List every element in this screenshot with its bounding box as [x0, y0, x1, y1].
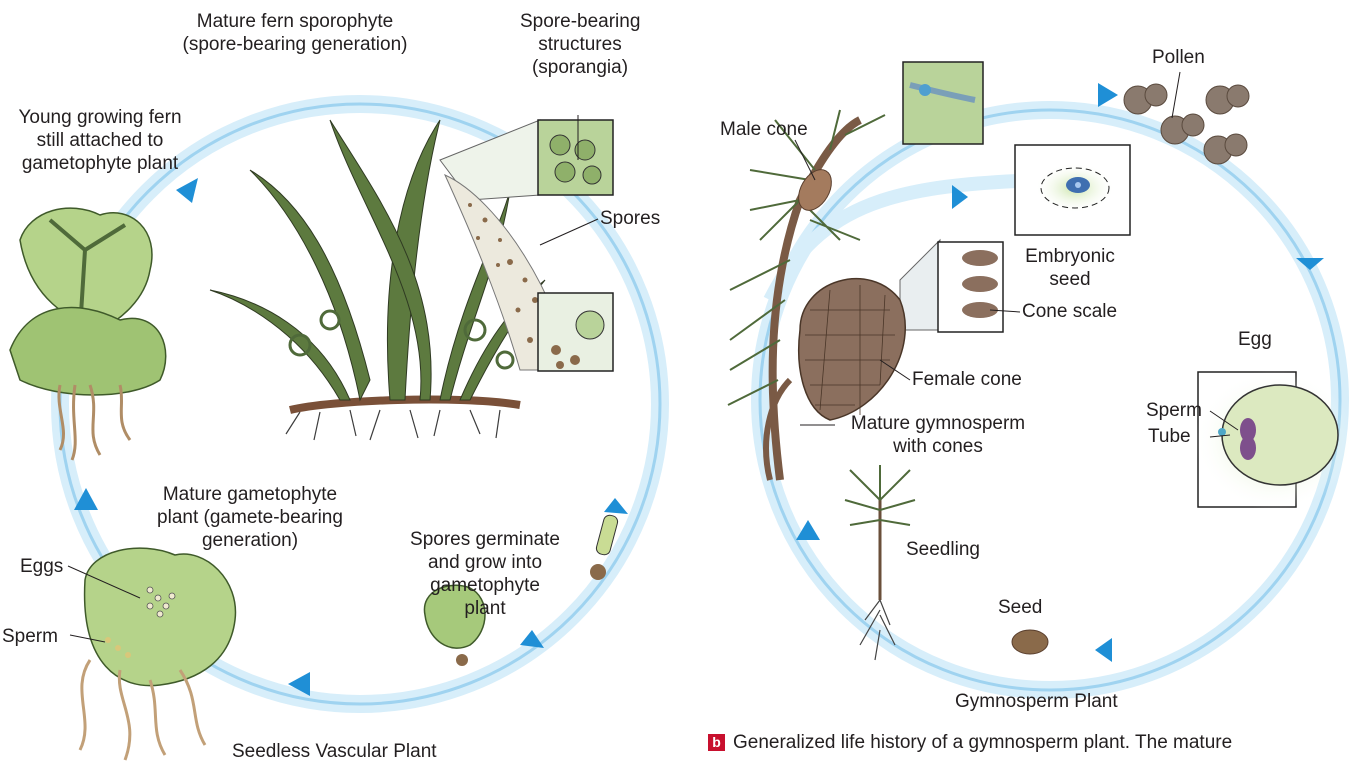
- label-egg: Egg: [1238, 328, 1272, 351]
- fern-cycle-arrow-icon: [604, 498, 628, 514]
- embryonic-seed-inset: [1015, 145, 1130, 235]
- caption-badge: b: [708, 734, 725, 751]
- label-line: still attached to: [0, 129, 200, 152]
- label-line: Mature fern sporophyte: [160, 10, 430, 33]
- label-mature-gametophyte: Mature gametophyte plant (gamete-bearing…: [130, 483, 370, 552]
- seed-illustration: [1012, 630, 1048, 654]
- female-cone-illustration: [799, 279, 906, 420]
- label-line: Spores germinate: [395, 528, 575, 551]
- pollination-inset: [1195, 370, 1354, 510]
- label-male-cone: Male cone: [720, 118, 808, 141]
- label-line: gametophyte: [395, 574, 575, 597]
- label-line: seed: [1010, 268, 1130, 291]
- young-fern-illustration: [10, 208, 166, 460]
- label-cone-scale: Cone scale: [1022, 300, 1117, 323]
- label-line: structures: [520, 33, 640, 56]
- fern-life-cycle: [10, 104, 660, 760]
- label-seed: Seed: [998, 596, 1042, 619]
- label-seedling: Seedling: [906, 538, 980, 561]
- pollen-tube-inset: [903, 62, 983, 144]
- label-eggs: Eggs: [20, 555, 63, 578]
- panel-title-seedless-vascular-plant: Seedless Vascular Plant: [232, 740, 437, 763]
- label-line: (spore-bearing generation): [160, 33, 430, 56]
- gymnosperm-cycle-arrow-icon: [1095, 638, 1112, 662]
- label-line: gametophyte plant: [0, 152, 200, 175]
- label-embryonic-seed: Embryonic seed: [1010, 245, 1130, 291]
- label-line: generation): [130, 529, 370, 552]
- label-spore-bearing-structures: Spore-bearing structures (sporangia): [520, 10, 640, 79]
- label-sperm-left: Sperm: [2, 625, 58, 648]
- label-line: plant: [395, 597, 575, 620]
- label-line: Mature gymnosperm: [838, 412, 1038, 435]
- label-mature-fern-sporophyte: Mature fern sporophyte (spore-bearing ge…: [160, 10, 430, 56]
- mature-gametophyte-illustration: [80, 548, 235, 760]
- label-young-growing-fern: Young growing fern still attached to gam…: [0, 106, 200, 175]
- label-mature-gymnosperm: Mature gymnosperm with cones: [838, 412, 1038, 458]
- label-pollen: Pollen: [1152, 46, 1205, 69]
- gymnosperm-cycle-arrow-icon: [1098, 83, 1118, 107]
- caption-text: Generalized life history of a gymnosperm…: [733, 732, 1232, 753]
- label-spores: Spores: [600, 207, 660, 230]
- panel-title-gymnosperm-plant: Gymnosperm Plant: [955, 690, 1118, 713]
- cone-scale-inset: [900, 240, 1003, 332]
- label-line: and grow into: [395, 551, 575, 574]
- fern-cycle-arrow-icon: [176, 178, 198, 203]
- label-line: Embryonic: [1010, 245, 1130, 268]
- seedling-illustration: [845, 465, 915, 660]
- label-line: with cones: [838, 435, 1038, 458]
- label-line: (sporangia): [520, 56, 640, 79]
- label-sperm-right: Sperm: [1146, 399, 1202, 422]
- label-line: Spore-bearing: [520, 10, 640, 33]
- figure-caption: b Generalized life history of a gymnosper…: [708, 732, 1232, 754]
- label-spores-germinate: Spores germinate and grow into gametophy…: [395, 528, 575, 620]
- label-female-cone: Female cone: [912, 368, 1022, 391]
- label-line: Mature gametophyte: [130, 483, 370, 506]
- label-tube: Tube: [1148, 425, 1191, 448]
- label-line: plant (gamete-bearing: [130, 506, 370, 529]
- label-line: Young growing fern: [0, 106, 200, 129]
